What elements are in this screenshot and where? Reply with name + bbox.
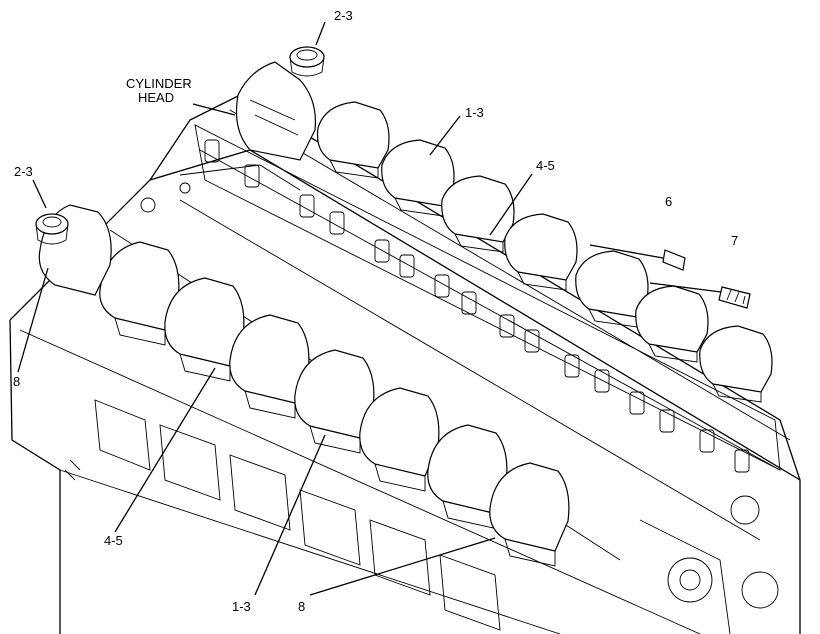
callout-cylinder-head-line2: HEAD: [138, 90, 174, 105]
callout-cylinder-head-line1: CYLINDER: [126, 76, 192, 91]
lower-valve-covers: [38, 204, 570, 567]
part-six-shape: [662, 249, 686, 271]
upper-valve-covers: [235, 61, 773, 403]
callout-part-seven: 7: [731, 233, 738, 248]
callout-part-six: 6: [665, 194, 672, 209]
left-filler-cap: [35, 213, 69, 245]
leader-lines: [17, 21, 722, 596]
callout-upper-gasket: 4-5: [536, 158, 555, 173]
upper-head-windows: [204, 139, 750, 473]
upper-bank-heads: [194, 124, 781, 473]
callout-left-cap: 2-3: [14, 164, 33, 179]
callout-top-cap: 2-3: [334, 8, 353, 23]
callout-left-lower: 8: [13, 374, 20, 389]
callout-bottom-right: 8: [298, 599, 305, 614]
callout-lower-gasket: 4-5: [104, 533, 123, 548]
callout-upper-cover: 1-3: [465, 105, 484, 120]
top-filler-cap: [289, 46, 325, 77]
part-seven-shape: [718, 286, 751, 309]
callout-lower-cover: 1-3: [232, 599, 251, 614]
